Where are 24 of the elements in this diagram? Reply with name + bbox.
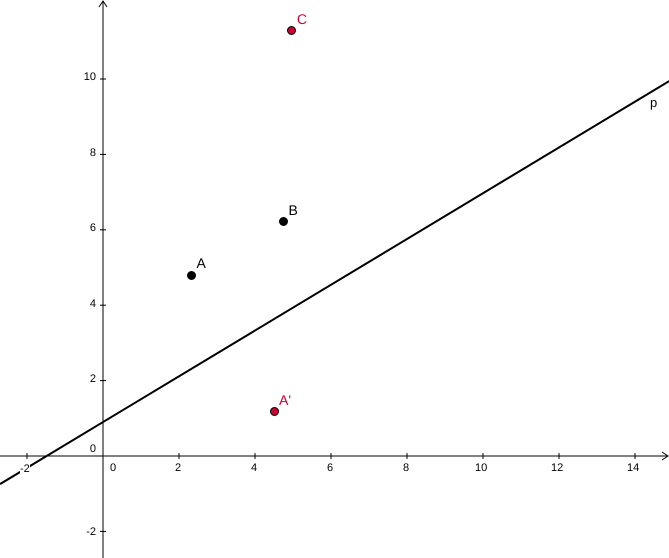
tick-label: -2 xyxy=(86,527,96,538)
point-label: A' xyxy=(279,392,292,406)
tick-label: 2 xyxy=(175,463,182,474)
tick-label: 10 xyxy=(84,72,96,83)
tick-label: 0 xyxy=(90,444,96,455)
tick-label: 6 xyxy=(90,223,96,234)
tick-label: 8 xyxy=(403,463,410,474)
tick-label: 6 xyxy=(327,463,334,474)
tick-label: 10 xyxy=(475,463,488,474)
tick-label: 4 xyxy=(90,299,96,310)
tick-label: 0 xyxy=(110,463,116,474)
tick-label: -2 xyxy=(20,464,30,475)
tick-label: 4 xyxy=(251,463,258,474)
tick-label: 12 xyxy=(551,463,564,474)
point-label: B xyxy=(288,202,298,216)
point xyxy=(279,217,288,226)
tick-label: 8 xyxy=(90,148,96,159)
point xyxy=(187,270,196,280)
tick-label: 2 xyxy=(90,374,96,385)
tick-label: 14 xyxy=(627,463,640,474)
point-label: A xyxy=(196,256,206,270)
point-label: C xyxy=(296,12,307,26)
point xyxy=(287,26,296,36)
point xyxy=(270,407,278,416)
